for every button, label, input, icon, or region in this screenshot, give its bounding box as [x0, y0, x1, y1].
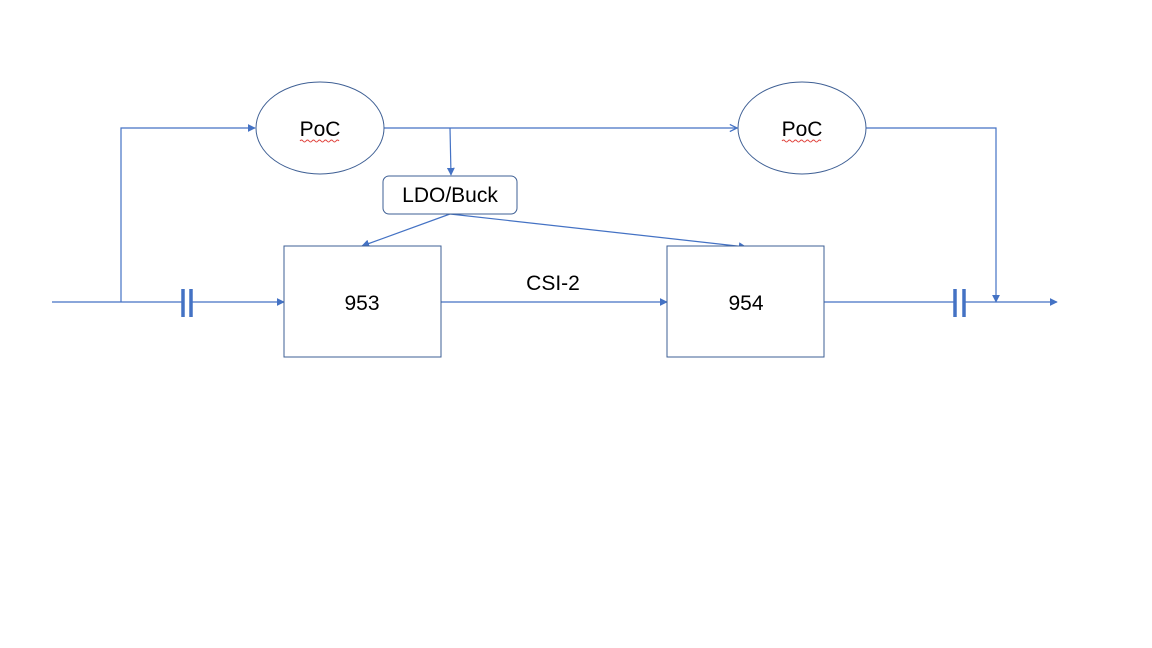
ldo-to-953-line: [361, 213, 451, 248]
right-capacitor: [953, 289, 966, 317]
left-poc-feed-line: [120, 124, 256, 302]
ldo-to-954-line: [449, 213, 747, 251]
deserializer-954-block: 954: [666, 245, 825, 358]
spellcheck-underline-left: [299, 139, 340, 143]
serializer-953-label: 953: [344, 292, 379, 315]
poc-to-ldo-line: [446, 127, 455, 176]
spellcheck-underline-right: [781, 139, 822, 143]
csi-2-label: CSI-2: [526, 272, 580, 295]
left-capacitor: [181, 289, 193, 317]
poc-left-node: PoC: [255, 81, 385, 175]
poc-right-node: PoC: [737, 81, 867, 175]
deserializer-954-label: 954: [728, 292, 763, 315]
ldo-buck-node: LDO/Buck: [382, 175, 518, 215]
poc-right-label: PoC: [782, 118, 823, 141]
ldo-buck-label: LDO/Buck: [402, 184, 498, 207]
serializer-953-block: 953: [283, 245, 442, 358]
right-poc-feed-line: [866, 127, 1000, 303]
poc-left-label: PoC: [300, 118, 341, 141]
